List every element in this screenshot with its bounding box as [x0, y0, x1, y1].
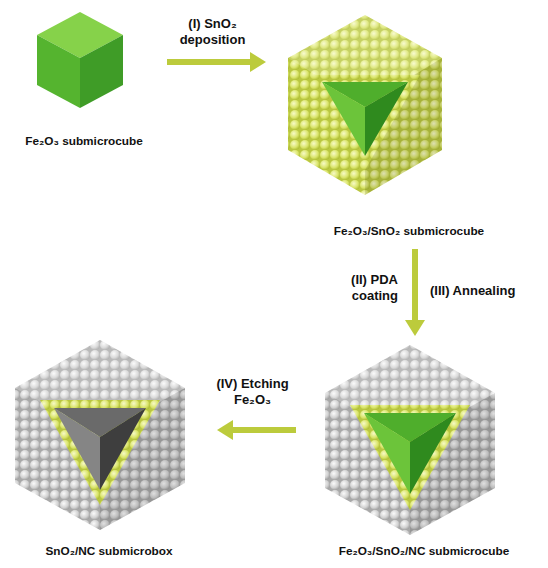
- stage-node: Fe₂O₃/SnO₂ submicrocube: [270, 5, 548, 245]
- fe2o3-sno2-cube: [288, 15, 442, 195]
- process-arrow: [167, 52, 266, 72]
- step-label: (II) PDA coating: [318, 272, 398, 304]
- fe2o3-sno2-nc-cube: [325, 345, 495, 535]
- fe2o3-cube: [37, 12, 123, 108]
- process-arrow: [405, 249, 425, 336]
- sno2-nc-box: [15, 340, 185, 530]
- stage-node: SnO₂/NC submicrobox: [5, 335, 213, 562]
- stage-caption: SnO₂/NC submicrobox: [5, 543, 213, 559]
- step-label: (III) Annealing: [430, 283, 515, 299]
- step-label: (I) SnO₂ deposition: [165, 16, 260, 48]
- stage-caption: Fe₂O₃ submicrocube: [5, 133, 163, 149]
- step-label: (IV) Etching Fe₂O₃: [205, 376, 300, 408]
- stage-caption: Fe₂O₃/SnO₂ submicrocube: [270, 223, 548, 239]
- stage-node: Fe₂O₃ submicrocube: [5, 8, 163, 148]
- process-arrow: [217, 420, 296, 440]
- stage-node: Fe₂O₃/SnO₂/NC submicrocube: [300, 340, 548, 562]
- stage-caption: Fe₂O₃/SnO₂/NC submicrocube: [300, 543, 548, 559]
